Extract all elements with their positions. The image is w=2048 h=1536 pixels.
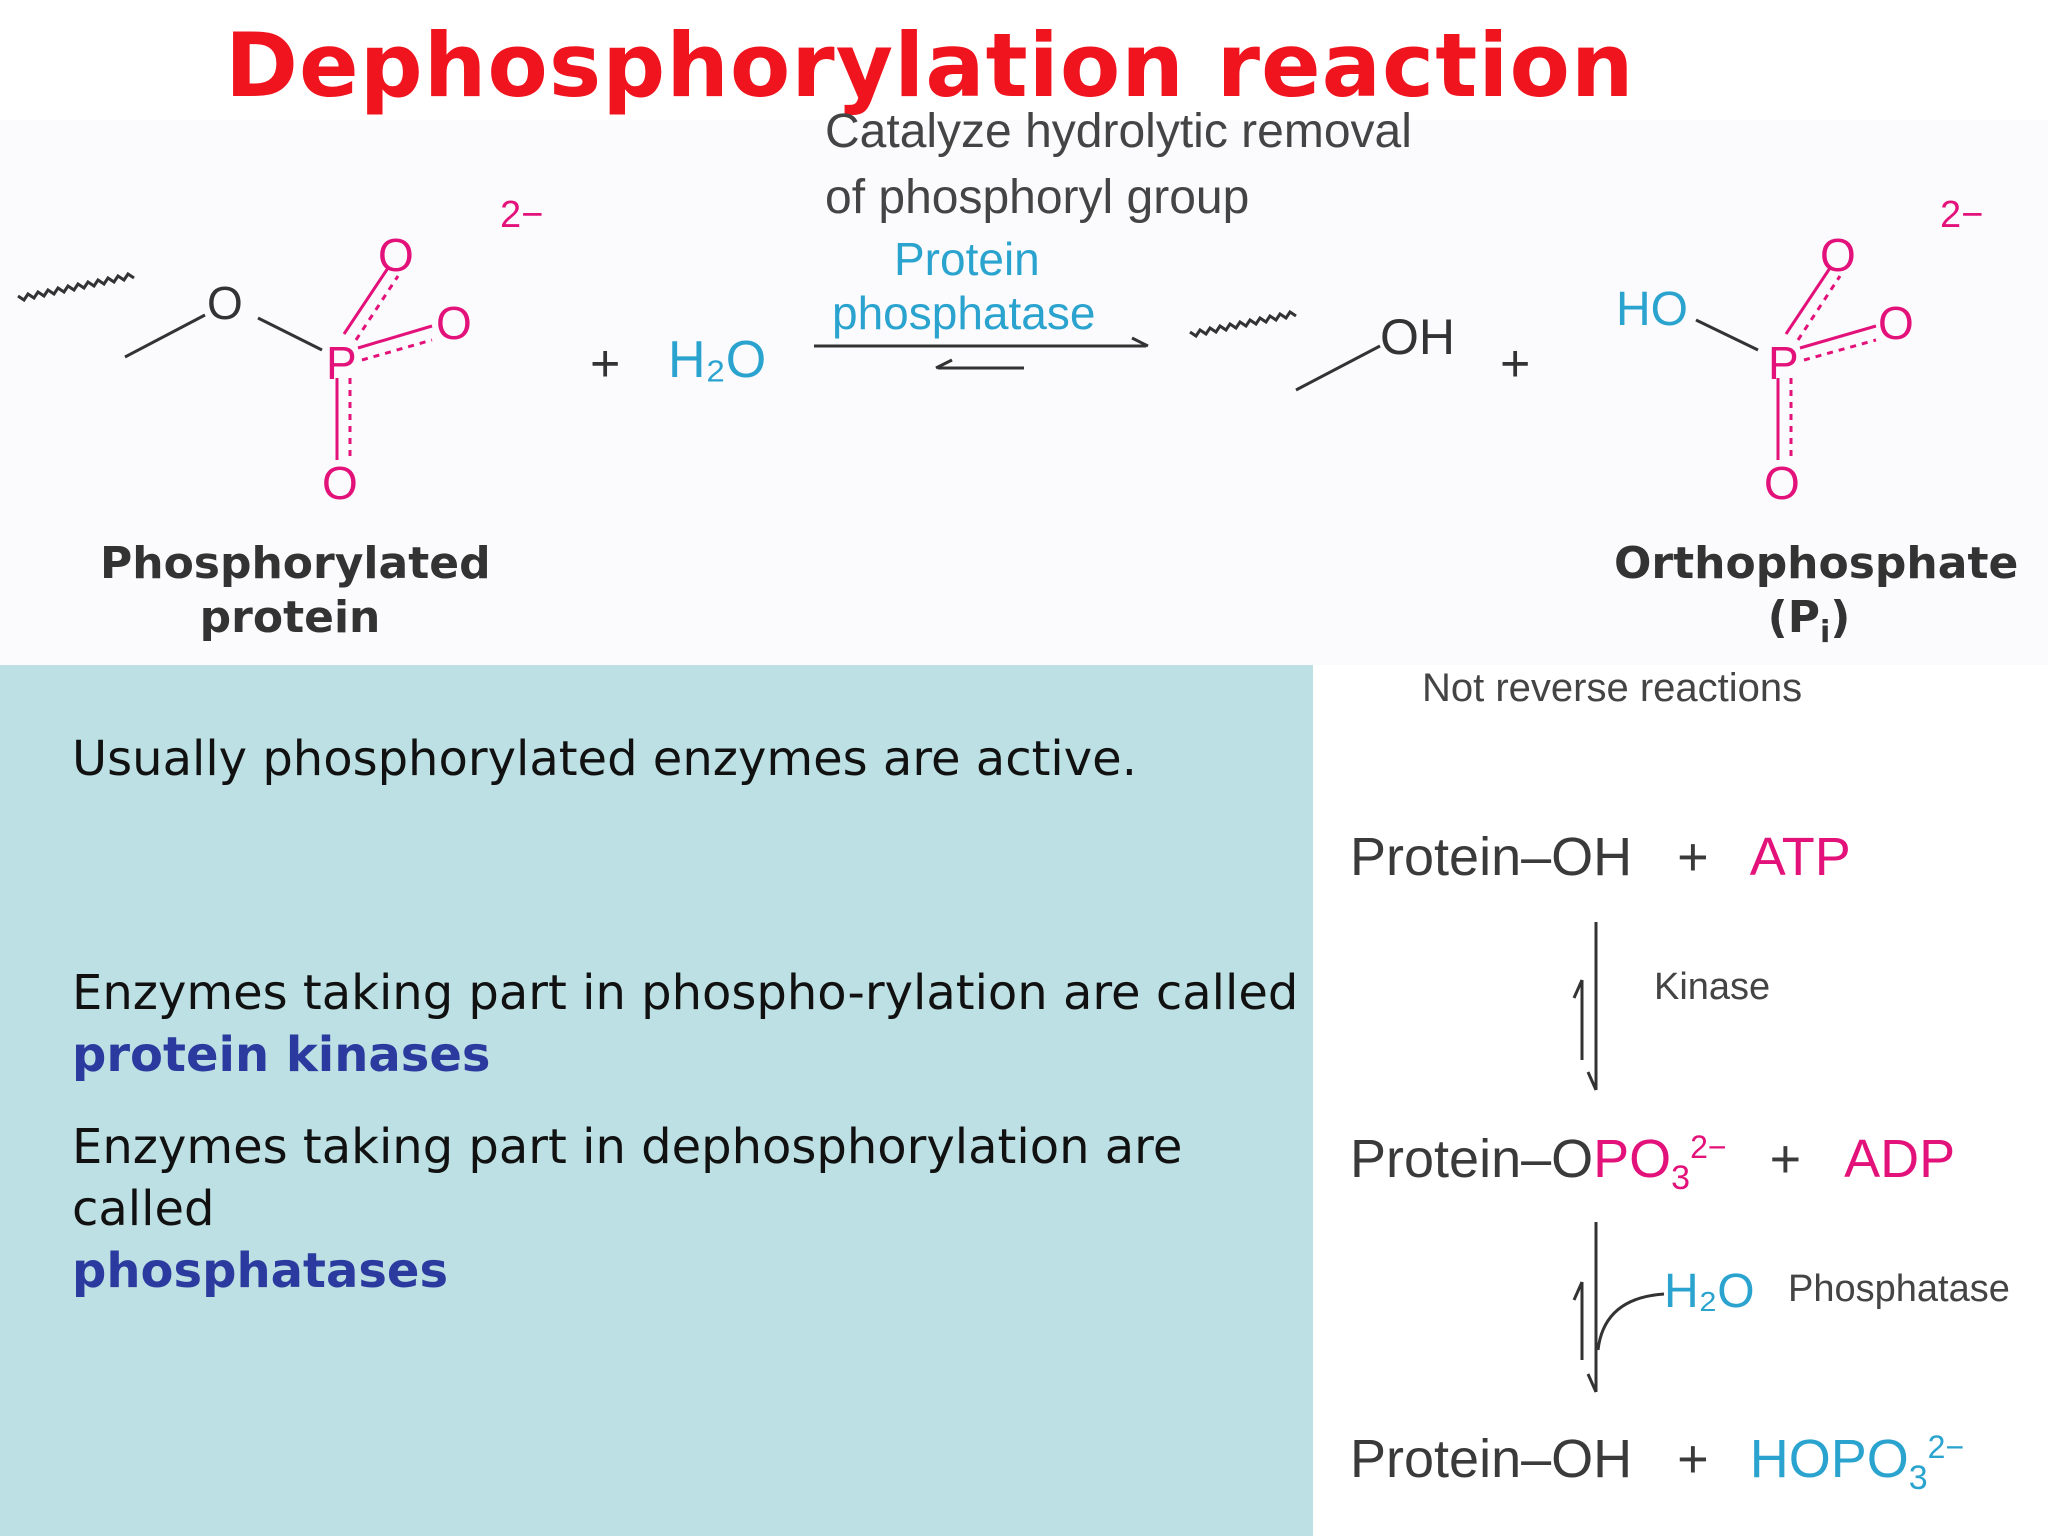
paragraph-active: Usually phosphorylated enzymes are activ… <box>72 731 1137 787</box>
not-reverse-note: Not reverse reactions <box>1422 666 1803 710</box>
atom-ho-phosphate: HO <box>1616 283 1688 336</box>
atom-o-top-right: O <box>1820 229 1856 281</box>
enzyme-name-line2: phosphatase <box>832 287 1096 339</box>
bond-c-o-left <box>124 313 206 359</box>
catalyze-note-line2: of phosphoryl group <box>825 171 1250 224</box>
atom-p-left: P <box>326 337 357 389</box>
reactant-label-line1: Phosphorylated <box>100 538 491 589</box>
reaction-scheme-area <box>0 120 2048 665</box>
paragraph-kinases: Enzymes taking part in phospho-rylation … <box>72 962 1322 1086</box>
reactant-label-line2: protein <box>199 592 381 643</box>
cycle-row3: Protein–OH + HOPO32− <box>1350 1429 1965 1497</box>
water-reactant: H₂O <box>668 331 767 389</box>
paragraph-phosphatases: Enzymes taking part in dephosphorylation… <box>72 1116 1322 1302</box>
atom-o-bottom-left: O <box>322 457 358 509</box>
notes-panel <box>0 665 1313 1536</box>
atom-o-top-left: O <box>378 229 414 281</box>
atom-o-bottom-right: O <box>1764 457 1800 509</box>
water-label-cycle: H₂O <box>1664 1265 1755 1318</box>
plus-2: + <box>1500 335 1531 393</box>
wavy-bond-right <box>1189 309 1297 339</box>
wavy-bond-left <box>17 271 135 303</box>
slide-title: Dephosphorylation reaction <box>225 14 1635 117</box>
kinase-label: Kinase <box>1654 966 1771 1008</box>
product-label-line1: Orthophosphate <box>1614 538 2019 589</box>
highlight-protein-kinases: protein kinases <box>72 1027 491 1083</box>
product-label-line2: (Pi) <box>1767 592 1851 650</box>
charge-left: 2− <box>500 194 544 236</box>
atom-oh-product: OH <box>1380 309 1455 365</box>
cycle-row2: Protein–OPO32− + ADP <box>1350 1129 1956 1197</box>
cycle-row1: Protein–OH + ATP <box>1350 827 1851 887</box>
highlight-phosphatases: phosphatases <box>72 1243 449 1299</box>
atom-p-right: P <box>1768 337 1799 389</box>
atom-o-right-left: O <box>436 297 472 349</box>
bond-o-p-left <box>257 316 323 352</box>
catalyze-note-line1: Catalyze hydrolytic removal <box>825 105 1412 158</box>
charge-right: 2− <box>1940 194 1984 236</box>
plus-1: + <box>590 335 621 393</box>
atom-o-ester: O <box>207 277 243 329</box>
enzyme-name-line1: Protein <box>894 233 1040 285</box>
phosphatase-label: Phosphatase <box>1788 1268 2010 1310</box>
atom-o-right-right: O <box>1878 297 1914 349</box>
